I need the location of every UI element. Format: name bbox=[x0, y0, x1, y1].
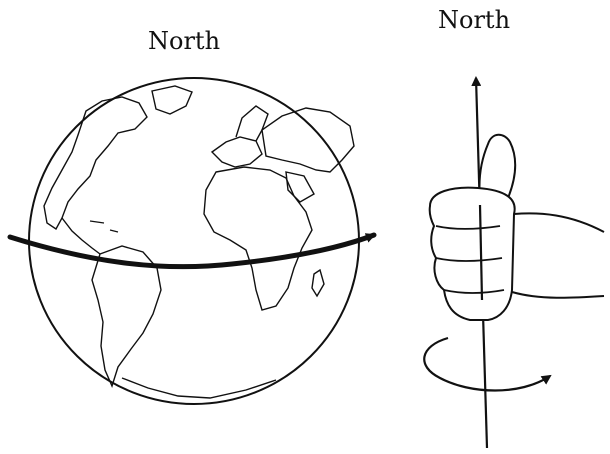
north-america-outline bbox=[44, 97, 147, 229]
fist-outline bbox=[430, 188, 515, 320]
curl-arrow-icon bbox=[424, 338, 550, 391]
caribbean-islands bbox=[90, 221, 118, 232]
europe-outline bbox=[212, 137, 262, 167]
right-hand-thumb-up-icon bbox=[430, 78, 604, 448]
asia-outline bbox=[262, 108, 354, 172]
antarctica-outline bbox=[122, 378, 276, 398]
globe-outline bbox=[29, 78, 359, 404]
earth-globe-icon bbox=[29, 78, 359, 404]
madagascar-outline bbox=[312, 270, 324, 296]
rotation-direction-arrow bbox=[10, 235, 374, 267]
greenland-outline bbox=[152, 86, 192, 114]
wrist-outline bbox=[512, 213, 604, 297]
central-america-outline bbox=[62, 218, 100, 254]
africa-outline bbox=[204, 167, 312, 310]
